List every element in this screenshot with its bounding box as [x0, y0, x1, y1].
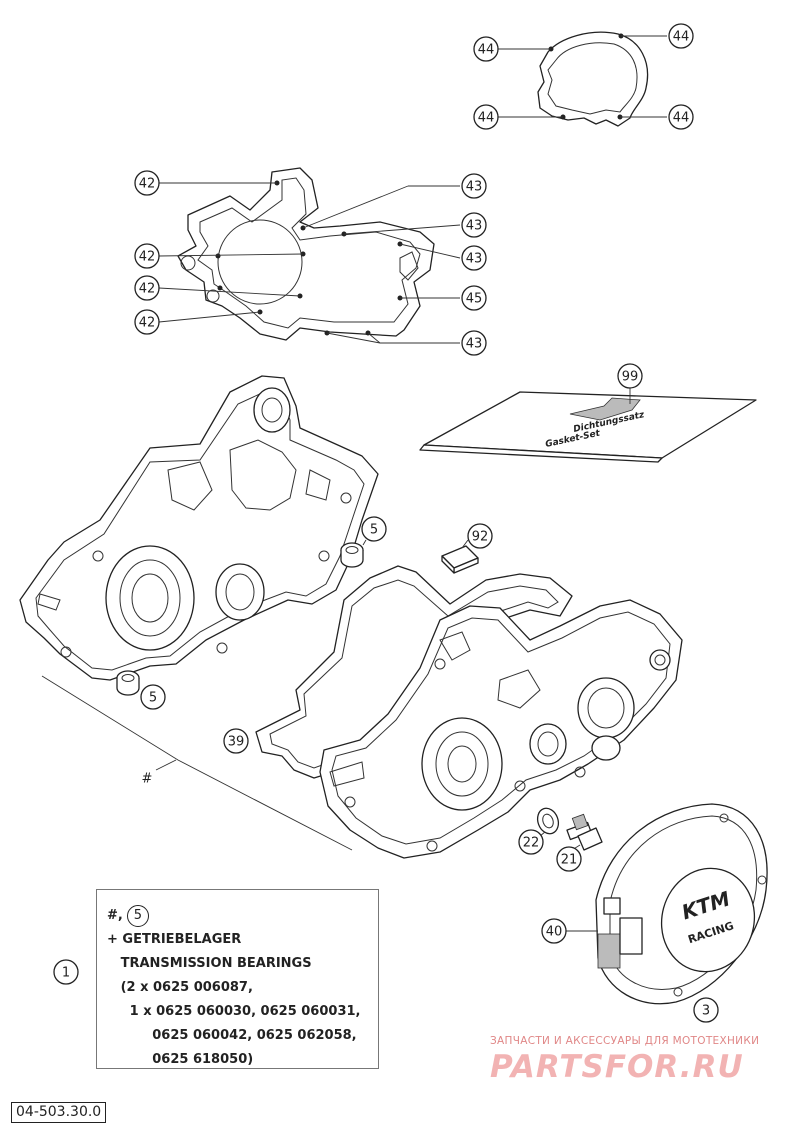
callout-44: 44 [668, 104, 694, 130]
callout-label: 40 [546, 925, 563, 940]
callout-label: 44 [673, 30, 690, 45]
callout-label: 39 [228, 735, 245, 750]
callout-label: 44 [673, 111, 690, 126]
callout-42: 42 [134, 275, 160, 301]
info-row-1-ref: 5 [126, 904, 149, 927]
info-row-1-prefix: #, [107, 908, 123, 923]
info-row-7: 0625 618050) [107, 1052, 254, 1067]
callout-label: 45 [466, 292, 483, 307]
callout-label: 43 [466, 219, 483, 234]
info-row-4: (2 x 0625 006087, [107, 980, 253, 995]
callout-42: 42 [134, 243, 160, 269]
callout-1: 1 [53, 959, 79, 985]
callout-43: 43 [461, 212, 487, 238]
callout-39: 39 [223, 728, 249, 754]
callout-44: 44 [473, 104, 499, 130]
callout-42: 42 [134, 170, 160, 196]
callout-42: 42 [134, 309, 160, 335]
callout-label: 44 [478, 43, 495, 58]
bearing-upper [340, 542, 364, 568]
callout-3: 3 [693, 997, 719, 1023]
callout-21: 21 [556, 846, 582, 872]
callout-label: 99 [622, 370, 639, 385]
info-row-2: + GETRIEBELAGER [107, 932, 242, 947]
callout-label: 5 [370, 523, 378, 538]
shim-plate [441, 545, 479, 574]
callout-5: 5 [361, 516, 387, 542]
callout-label: 43 [466, 252, 483, 267]
watermark-brand: PARTSFOR.RU [490, 1049, 744, 1085]
info-row-6: 0625 060042, 0625 062058, [107, 1028, 357, 1043]
callout-label: 3 [702, 1004, 710, 1019]
ignition-cover: KTM RACING [595, 803, 768, 1005]
callout-44: 44 [473, 36, 499, 62]
callout-label: 92 [472, 530, 489, 545]
info-row-3: TRANSMISSION BEARINGS [107, 956, 312, 971]
callout-labels: 44 44 44 44 42 43 43 42 43 42 45 42 43 99 5 92 5 39 #22 21 4… [53, 23, 719, 1023]
callout-92: 92 [467, 523, 493, 549]
info-row-5: 1 x 0625 060030, 0625 060031, [107, 1004, 361, 1019]
callout-45: 45 [461, 285, 487, 311]
gasket-set-package: Dichtungssatz Gasket-Set [419, 391, 757, 463]
callout-22: 22 [518, 829, 544, 855]
callout-44: 44 [668, 23, 694, 49]
callout-43: 43 [461, 173, 487, 199]
bearing-lower [116, 670, 140, 696]
callout-label: 42 [139, 316, 156, 331]
sealing-washer [536, 807, 560, 835]
callout-label: 22 [523, 836, 540, 851]
drain-plug [566, 813, 603, 851]
diagram-code: 04-503.30.0 [11, 1102, 107, 1123]
callout-40: 40 [541, 918, 567, 944]
callout-#: # [142, 772, 153, 787]
crankcase-gasket-set [177, 167, 435, 341]
callout-43: 43 [461, 330, 487, 356]
callout-label: 1 [62, 966, 70, 981]
callout-label: 42 [139, 250, 156, 265]
callout-label: 42 [139, 177, 156, 192]
callout-43: 43 [461, 245, 487, 271]
callout-label: 42 [139, 282, 156, 297]
watermark-caption: ЗАПЧАСТИ И АКСЕССУАРЫ ДЛЯ МОТОТЕХНИКИ [490, 1035, 760, 1047]
callout-label: 21 [561, 853, 578, 868]
clutch-cover-gasket [537, 31, 649, 127]
callout-label: 5 [149, 691, 157, 706]
callout-label: 43 [466, 337, 483, 352]
callout-label: 43 [466, 180, 483, 195]
callout-label: 44 [478, 111, 495, 126]
info-box: #,5 + GETRIEBELAGER TRANSMISSION BEARING… [96, 889, 379, 1069]
callout-99: 99 [617, 363, 643, 389]
callout-5: 5 [140, 684, 166, 710]
info-row-1: #,5 [107, 904, 378, 928]
crankcase-left-half [19, 375, 379, 681]
crankcase-right-half [319, 599, 683, 859]
callout-label: # [142, 772, 153, 787]
